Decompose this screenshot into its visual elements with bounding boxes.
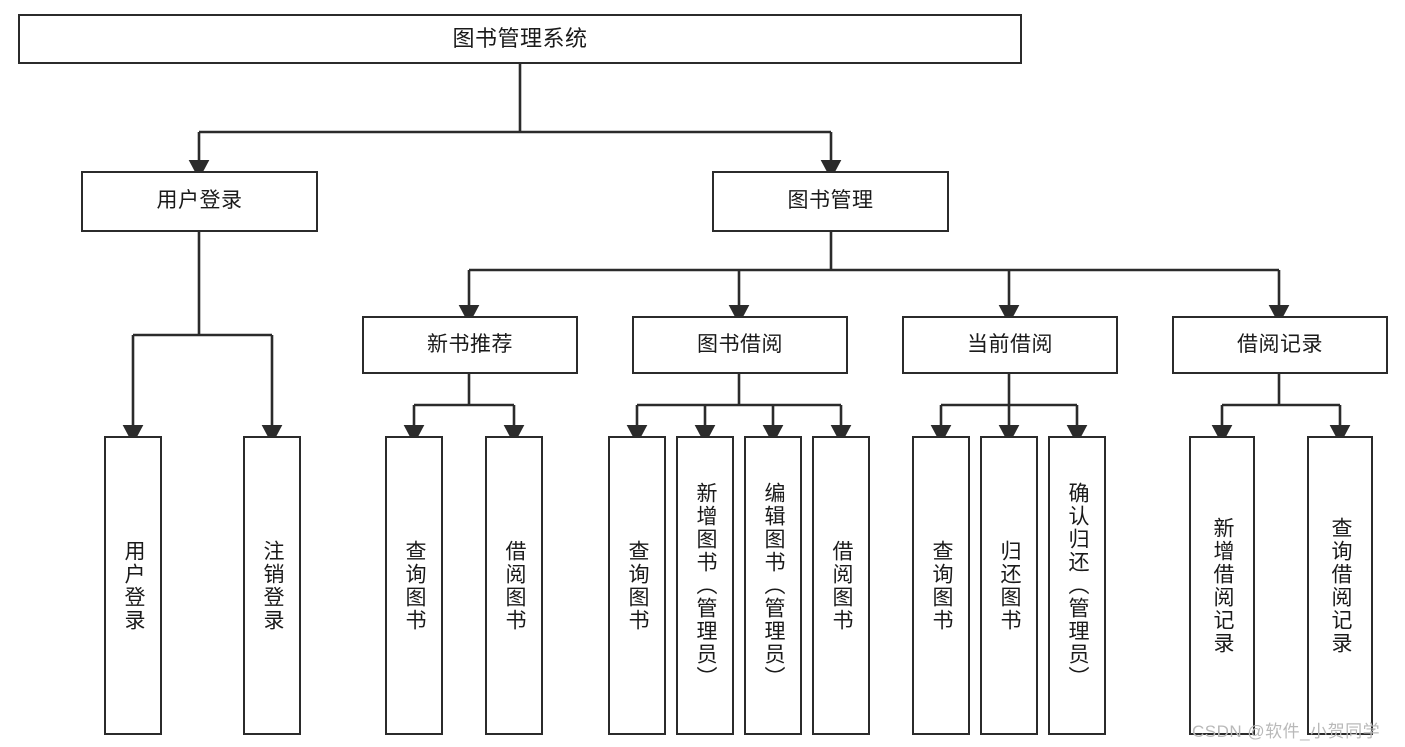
leaf-user-logout[interactable]: 注销登录 (243, 436, 301, 735)
leaf-add-book-admin[interactable]: 新增图书（管理员） (676, 436, 734, 735)
node-label: 归还图书 (998, 539, 1022, 632)
node-label: 编辑图书（管理员） (762, 482, 786, 689)
leaf-add-borrow-record[interactable]: 新增借阅记录 (1189, 436, 1255, 735)
node-label: 借阅图书 (503, 539, 527, 632)
node-label: 新增图书（管理员） (694, 482, 718, 689)
node-label: 当前借阅 (967, 332, 1053, 356)
node-label: 查询图书 (930, 539, 954, 632)
node-book-borrow[interactable]: 图书借阅 (632, 316, 848, 374)
node-book-management[interactable]: 图书管理 (712, 171, 949, 232)
node-label: 图书管理 (787, 189, 874, 213)
node-label: 查询图书 (403, 539, 427, 632)
node-label: 查询借阅记录 (1329, 516, 1353, 655)
leaf-query-book-recommend[interactable]: 查询图书 (385, 436, 443, 735)
node-label: 新增借阅记录 (1211, 516, 1235, 655)
leaf-query-book-current[interactable]: 查询图书 (912, 436, 970, 735)
leaf-confirm-return-admin[interactable]: 确认归还（管理员） (1048, 436, 1106, 735)
watermark-text: CSDN @软件_小贺同学 (1192, 722, 1381, 741)
leaf-query-borrow-record[interactable]: 查询借阅记录 (1307, 436, 1373, 735)
node-label: 图书借阅 (697, 332, 783, 356)
node-new-book-recommend[interactable]: 新书推荐 (362, 316, 578, 374)
node-root-system[interactable]: 图书管理系统 (18, 14, 1022, 64)
node-label: 用户登录 (122, 539, 146, 632)
leaf-borrow-book[interactable]: 借阅图书 (812, 436, 870, 735)
node-label: 查询图书 (626, 539, 650, 632)
node-label: 新书推荐 (427, 332, 513, 356)
leaf-user-login[interactable]: 用户登录 (104, 436, 162, 735)
node-user-login[interactable]: 用户登录 (81, 171, 318, 232)
leaf-query-book-borrow[interactable]: 查询图书 (608, 436, 666, 735)
node-label: 注销登录 (261, 539, 285, 632)
node-label: 借阅记录 (1237, 332, 1323, 356)
node-label: 借阅图书 (830, 539, 854, 632)
leaf-return-book[interactable]: 归还图书 (980, 436, 1038, 735)
node-label: 用户登录 (156, 189, 243, 213)
node-label: 确认归还（管理员） (1066, 482, 1090, 689)
node-borrow-record[interactable]: 借阅记录 (1172, 316, 1388, 374)
node-current-borrow[interactable]: 当前借阅 (902, 316, 1118, 374)
leaf-edit-book-admin[interactable]: 编辑图书（管理员） (744, 436, 802, 735)
node-label: 图书管理系统 (452, 26, 588, 52)
leaf-borrow-book-recommend[interactable]: 借阅图书 (485, 436, 543, 735)
